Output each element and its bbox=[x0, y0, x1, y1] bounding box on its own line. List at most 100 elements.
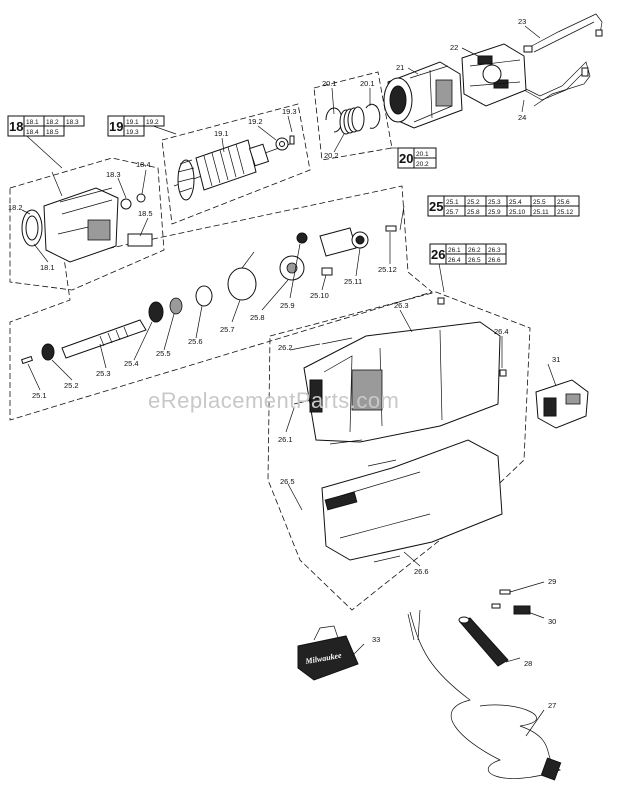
table-cell: 25.9 bbox=[488, 209, 501, 216]
table-cell: 25.6 bbox=[557, 199, 570, 206]
callout-19-1: 19.1 bbox=[214, 129, 229, 138]
callout-20-2: 20.2 bbox=[324, 151, 339, 160]
assembly-25-boundary bbox=[9, 185, 433, 421]
assembly-20-boundary bbox=[313, 71, 393, 161]
callout-18-2: 18.2 bbox=[8, 203, 23, 212]
part-22-brush-holder bbox=[461, 43, 527, 107]
callout-25-6: 25.6 bbox=[188, 337, 203, 346]
assembly-number: 25 bbox=[429, 199, 443, 214]
callout-26-2: 26.2 bbox=[278, 343, 293, 352]
watermark-text: eReplacementParts.com bbox=[148, 388, 399, 413]
assembly-table-18: 18 18.1 18.2 18.3 18.4 18.5 bbox=[7, 115, 85, 137]
callout-22: 22 bbox=[450, 43, 458, 52]
assembly-table-20: 20 20.1 20.2 bbox=[397, 147, 437, 169]
callout-27: 27 bbox=[548, 701, 556, 710]
table-cell: 19.2 bbox=[146, 119, 159, 126]
callout-25-11: 25.11 bbox=[344, 277, 362, 286]
callout-25-9: 25.9 bbox=[280, 301, 295, 310]
callout-18-4: 18.4 bbox=[136, 160, 151, 169]
part-30-clamp bbox=[491, 603, 531, 615]
callout-25-7: 25.7 bbox=[220, 325, 235, 334]
table-cell: 18.2 bbox=[46, 119, 59, 126]
part-20-bearing-spring bbox=[325, 103, 381, 135]
assembly-number: 19 bbox=[109, 119, 123, 134]
assembly-19-boundary bbox=[161, 103, 311, 225]
table-cell: 26.4 bbox=[448, 257, 461, 264]
callout-25-10: 25.10 bbox=[310, 291, 329, 300]
table-cell: 25.12 bbox=[557, 209, 574, 216]
part-23-wire-lead bbox=[523, 13, 603, 53]
part-26-motor-housing: M bbox=[293, 297, 507, 563]
callout-21: 21 bbox=[396, 63, 404, 72]
table-cell: 19.3 bbox=[126, 129, 139, 136]
callout-26-5: 26.5 bbox=[280, 477, 295, 486]
callout-25-12: 25.12 bbox=[378, 265, 397, 274]
assembly-number: 20 bbox=[399, 151, 413, 166]
table-cell: 26.3 bbox=[488, 247, 501, 254]
assembly-table-26: 26 26.1 26.2 26.3 26.4 26.5 26.6 bbox=[429, 243, 507, 265]
assembly-number: 26 bbox=[431, 247, 445, 262]
callout-19-3: 19.3 bbox=[282, 107, 297, 116]
callout-31: 31 bbox=[552, 355, 560, 364]
table-cell: 18.1 bbox=[26, 119, 39, 126]
callout-18-5: 18.5 bbox=[138, 209, 153, 218]
table-cell: 18.4 bbox=[26, 129, 39, 136]
part-19-armature bbox=[173, 135, 295, 201]
callout-20-1b: 20.1 bbox=[360, 79, 375, 88]
part-24-wire-lead bbox=[515, 61, 591, 107]
callout-labels: 23 22 21 24 20.1 20.1 20.2 19.1 19.2 19.… bbox=[8, 17, 560, 710]
assembly-18-boundary bbox=[9, 157, 165, 291]
callout-25-8: 25.8 bbox=[250, 313, 265, 322]
callout-25-3: 25.3 bbox=[96, 369, 111, 378]
callout-20-1a: 20.1 bbox=[322, 79, 337, 88]
table-cell: 18.3 bbox=[66, 119, 79, 126]
callout-25-1: 25.1 bbox=[32, 391, 47, 400]
part-29-screw bbox=[499, 589, 511, 595]
callout-26-3: 26.3 bbox=[394, 301, 409, 310]
part-27-cord bbox=[407, 609, 562, 781]
leader-lines bbox=[17, 25, 557, 737]
table-cell: 26.6 bbox=[488, 257, 501, 264]
table-cell: 26.2 bbox=[468, 247, 481, 254]
table-cell: 25.5 bbox=[533, 199, 546, 206]
callout-33: 33 bbox=[372, 635, 380, 644]
callout-25-2: 25.2 bbox=[64, 381, 79, 390]
part-33-carrying-case: Milwaukee bbox=[297, 625, 359, 681]
callout-24: 24 bbox=[518, 113, 526, 122]
callout-18-1: 18.1 bbox=[40, 263, 55, 272]
callout-29: 29 bbox=[548, 577, 556, 586]
table-cell: 25.1 bbox=[446, 199, 459, 206]
callout-26-4: 26.4 bbox=[494, 327, 509, 336]
table-cell: 26.5 bbox=[468, 257, 481, 264]
table-cell: 19.1 bbox=[126, 119, 139, 126]
table-cell: 26.1 bbox=[448, 247, 461, 254]
callout-25-4: 25.4 bbox=[124, 359, 139, 368]
callout-30: 30 bbox=[548, 617, 556, 626]
callout-25-5: 25.5 bbox=[156, 349, 171, 358]
table-cell: 20.1 bbox=[416, 151, 429, 158]
svg-text:M: M bbox=[337, 515, 348, 526]
part-28-cord-sleeve bbox=[458, 616, 509, 667]
table-cell: 25.11 bbox=[533, 209, 549, 216]
table-cell: 18.5 bbox=[46, 129, 59, 136]
callout-18-3: 18.3 bbox=[106, 170, 121, 179]
callout-19-2: 19.2 bbox=[248, 117, 263, 126]
part-18-gear-housing bbox=[21, 187, 153, 263]
table-cell: 25.3 bbox=[488, 199, 501, 206]
table-cell: 25.8 bbox=[467, 209, 480, 216]
assembly-number: 18 bbox=[9, 119, 23, 134]
table-cell: 25.2 bbox=[467, 199, 480, 206]
table-cell: 25.4 bbox=[509, 199, 522, 206]
table-cell: 25.10 bbox=[509, 209, 526, 216]
assembly-table-25: 25 25.1 25.2 25.3 25.4 25.5 25.6 25.7 25… bbox=[427, 195, 580, 217]
table-cell: 25.7 bbox=[446, 209, 459, 216]
callout-28: 28 bbox=[524, 659, 532, 668]
table-cell: 20.2 bbox=[416, 161, 429, 168]
part-21-field-stator bbox=[383, 61, 463, 129]
part-31-switch bbox=[535, 379, 589, 429]
callout-26-6: 26.6 bbox=[414, 567, 429, 576]
assembly-table-19: 19 19.1 19.2 19.3 bbox=[107, 115, 165, 137]
part-25-transmission bbox=[20, 225, 397, 365]
